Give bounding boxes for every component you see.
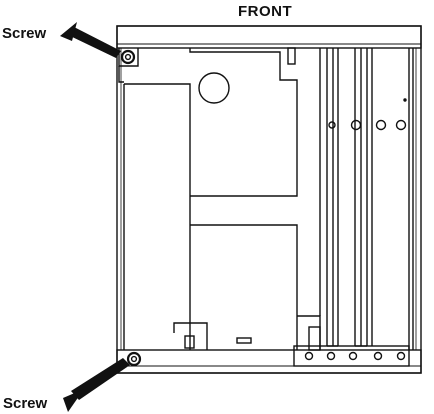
screw-bottom-arrow <box>63 358 130 412</box>
top-bracket <box>119 48 138 82</box>
screw-top <box>122 51 134 63</box>
power-supply <box>124 84 207 350</box>
screw-top-arrow <box>60 22 121 58</box>
connector-strip <box>294 346 409 366</box>
drive-housing <box>190 48 320 350</box>
expansion-slots <box>320 48 372 346</box>
screw-bottom <box>128 353 140 365</box>
top-tab <box>288 48 295 64</box>
chassis-outline <box>117 26 421 373</box>
